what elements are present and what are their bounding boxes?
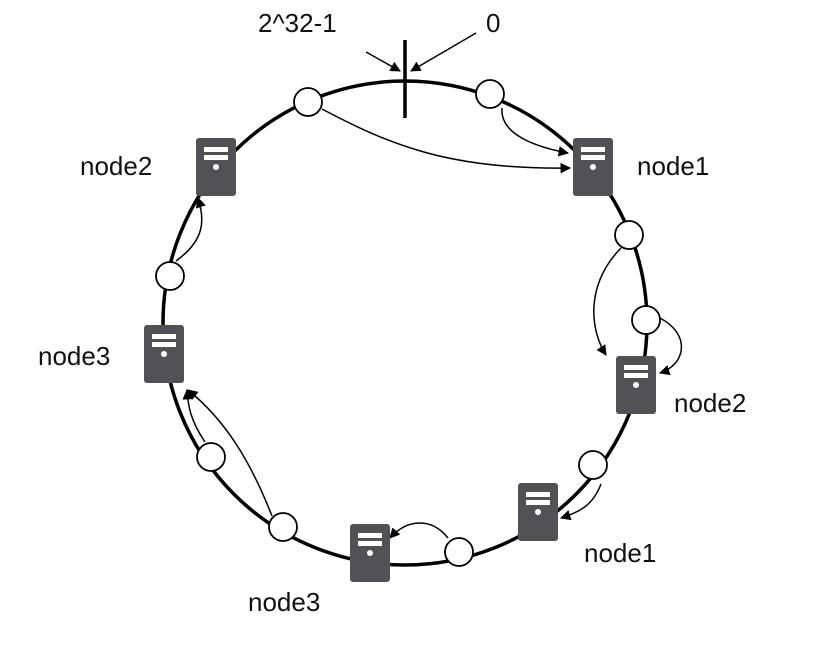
server-node-node3-b[interactable]: node3 bbox=[38, 325, 184, 383]
server-icon-led bbox=[213, 164, 219, 170]
mapping-arrow bbox=[321, 108, 572, 174]
hash-key[interactable] bbox=[196, 442, 226, 472]
mapping-arrow bbox=[559, 483, 602, 521]
ring-end-label: 2^32-1 bbox=[258, 8, 337, 38]
server-icon-slot bbox=[624, 365, 648, 370]
server-icon-led bbox=[161, 351, 167, 357]
server-icon-slot bbox=[581, 155, 605, 160]
server-icon-led bbox=[535, 509, 541, 515]
server-label: node2 bbox=[80, 151, 152, 181]
ring-end-pointer-arrow bbox=[365, 51, 401, 72]
mapping-arrows bbox=[175, 107, 683, 539]
server-label: node3 bbox=[248, 587, 320, 617]
server-icon-slot bbox=[581, 147, 605, 152]
hash-key[interactable] bbox=[578, 450, 608, 480]
server-label: node2 bbox=[674, 388, 746, 418]
mapping-arrow bbox=[182, 388, 206, 443]
server-node-node2-b[interactable]: node2 bbox=[80, 138, 236, 196]
server-node-node3-a[interactable]: node3 bbox=[248, 524, 390, 617]
mapping-arrow bbox=[501, 107, 570, 157]
ring-start-pointer-arrow bbox=[410, 32, 477, 72]
server-node-node1-b[interactable]: node1 bbox=[518, 483, 656, 568]
server-icon-led bbox=[590, 164, 596, 170]
server-icon-slot bbox=[152, 342, 176, 347]
mapping-arrow bbox=[175, 196, 206, 262]
mapping-arrow bbox=[593, 247, 622, 356]
hash-key[interactable] bbox=[631, 305, 661, 335]
server-label: node3 bbox=[38, 341, 110, 371]
hash-key[interactable] bbox=[475, 79, 505, 109]
server-label: node1 bbox=[584, 538, 656, 568]
server-icon-led bbox=[633, 382, 639, 388]
keys-layer bbox=[155, 79, 661, 567]
server-icon-slot bbox=[152, 334, 176, 339]
server-icon-slot bbox=[358, 541, 382, 546]
server-icon-slot bbox=[204, 147, 228, 152]
server-icon-led bbox=[367, 550, 373, 556]
hash-key[interactable] bbox=[155, 261, 185, 291]
server-node-node2-a[interactable]: node2 bbox=[616, 356, 746, 418]
ring-start-label: 0 bbox=[486, 8, 500, 38]
server-icon-slot bbox=[358, 533, 382, 538]
mapping-arrow bbox=[389, 522, 449, 539]
server-label: node1 bbox=[637, 151, 709, 181]
hash-key[interactable] bbox=[614, 220, 644, 250]
server-icon-slot bbox=[204, 155, 228, 160]
server-icon-slot bbox=[624, 373, 648, 378]
server-icon-slot bbox=[526, 492, 550, 497]
server-icon-slot bbox=[526, 500, 550, 505]
hash-key[interactable] bbox=[444, 537, 474, 567]
server-node-node1-a[interactable]: node1 bbox=[573, 138, 709, 196]
mapping-arrow bbox=[659, 317, 683, 376]
mapping-arrow bbox=[187, 389, 273, 517]
hash-key[interactable] bbox=[268, 512, 298, 542]
hash-key[interactable] bbox=[293, 87, 323, 117]
